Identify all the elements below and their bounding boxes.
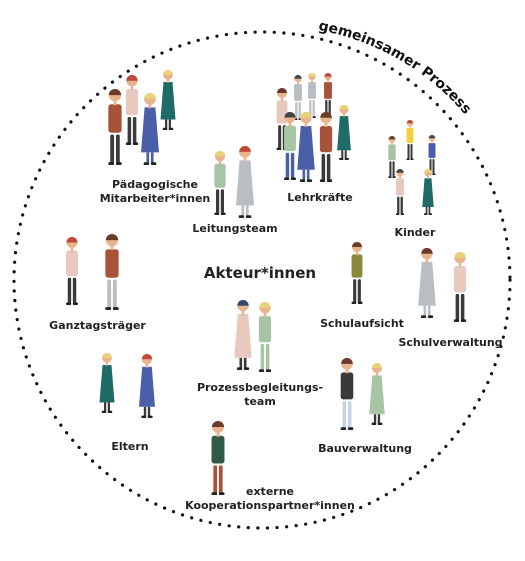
person-verw-1 — [418, 248, 436, 318]
person-paed-2 — [125, 75, 139, 145]
person-bau-2 — [369, 363, 385, 425]
people-figures — [66, 70, 467, 495]
person-lehr-3 — [308, 73, 316, 118]
person-eltern-2 — [139, 354, 155, 418]
process-label-text: gemeinsamer Prozess — [317, 18, 474, 117]
person-eltern-1 — [99, 353, 115, 413]
person-proz-1 — [234, 300, 252, 370]
label-eltern: Eltern — [111, 440, 149, 453]
center-title: Akteur*innen — [203, 264, 317, 282]
person-extern — [211, 421, 225, 495]
label-externe-line2: Kooperationspartner*innen — [185, 499, 355, 512]
person-ganz-2 — [105, 234, 119, 310]
label-paedagogische: Pädagogische Mitarbeiter*innen — [95, 178, 215, 206]
person-ganz-1 — [66, 236, 78, 305]
person-lehr-5 — [284, 112, 296, 180]
label-schulverwaltung: Schulverwaltung — [398, 336, 503, 349]
label-externe-line1: externe — [246, 485, 294, 498]
person-lehr-6 — [297, 112, 315, 182]
process-circle-border — [12, 30, 512, 530]
person-lehr-8 — [337, 105, 351, 160]
label-prozessbegleitung: Prozessbegleitungs- team — [190, 381, 330, 409]
person-lehr-2 — [294, 75, 302, 120]
person-paed-1 — [108, 89, 122, 165]
label-paedagogische-line1: Pädagogische — [112, 178, 198, 191]
person-bau-1 — [340, 358, 354, 430]
label-ganztagstraeger: Ganztagsträger — [49, 319, 146, 332]
person-kind-5 — [422, 169, 434, 215]
label-lehrkraefte: Lehrkräfte — [287, 191, 353, 204]
person-aufsicht — [351, 242, 363, 304]
person-paed-4 — [160, 70, 176, 130]
person-proz-2 — [258, 302, 272, 372]
label-bauverwaltung: Bauverwaltung — [318, 442, 412, 455]
label-schulaufsicht: Schulaufsicht — [320, 317, 404, 330]
label-prozessbegleitung-line2: team — [244, 395, 276, 408]
person-leit-2 — [236, 146, 254, 218]
label-prozessbegleitung-line1: Prozessbegleitungs- — [196, 381, 324, 394]
person-kind-3 — [428, 135, 436, 175]
process-label: gemeinsamer Prozess — [317, 18, 474, 117]
label-kinder: Kinder — [394, 226, 436, 239]
person-lehr-4 — [324, 73, 332, 118]
person-lehr-7 — [319, 112, 333, 182]
person-verw-2 — [453, 252, 467, 322]
person-kind-1 — [388, 136, 396, 178]
label-externe: externe Kooperationspartner*innen — [185, 485, 355, 513]
person-kind-2 — [406, 120, 414, 160]
person-kind-4 — [395, 169, 405, 215]
person-leit-1 — [214, 151, 226, 215]
label-leitungsteam: Leitungsteam — [192, 222, 278, 235]
person-paed-3 — [141, 93, 159, 165]
label-paedagogische-line2: Mitarbeiter*innen — [99, 192, 211, 205]
